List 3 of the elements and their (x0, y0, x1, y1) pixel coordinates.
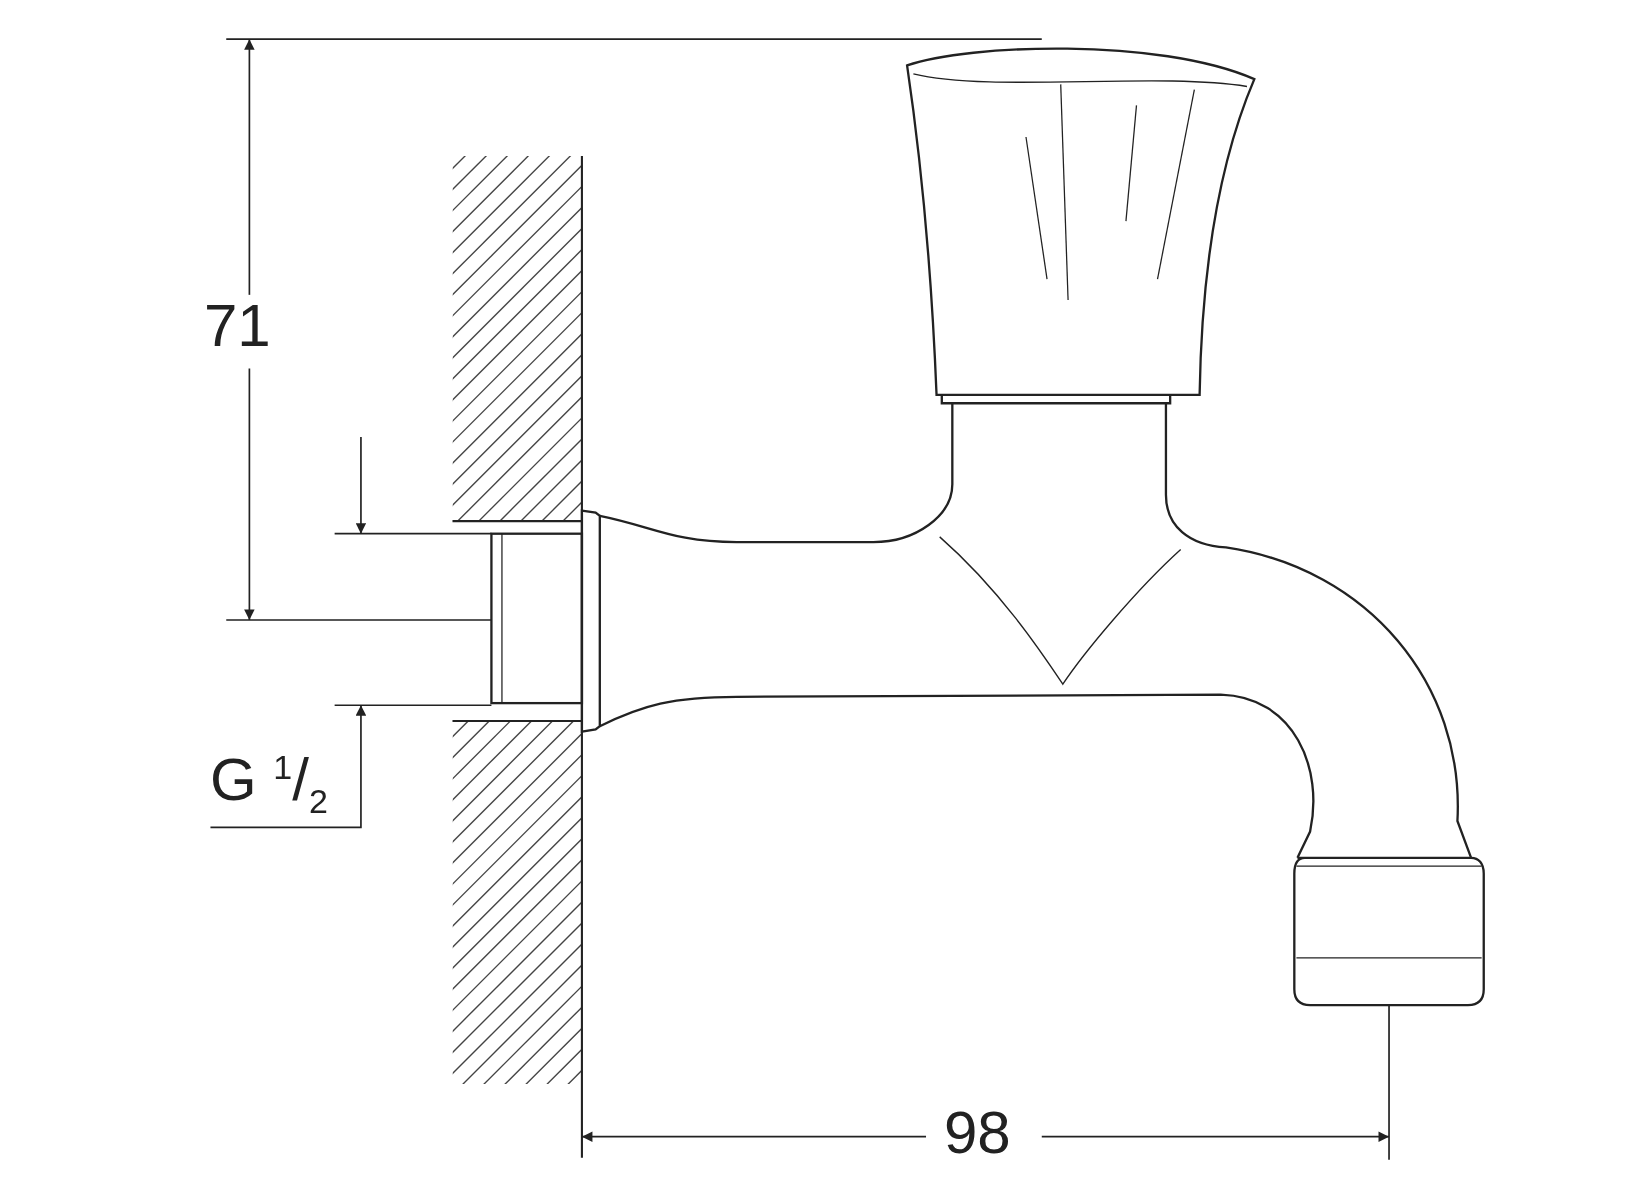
dimension-label: 98 (944, 1103, 1011, 1163)
dimension-label: 71 (204, 296, 271, 356)
thread-size-label: G $^{1}$/$_{2}$ (210, 750, 328, 818)
